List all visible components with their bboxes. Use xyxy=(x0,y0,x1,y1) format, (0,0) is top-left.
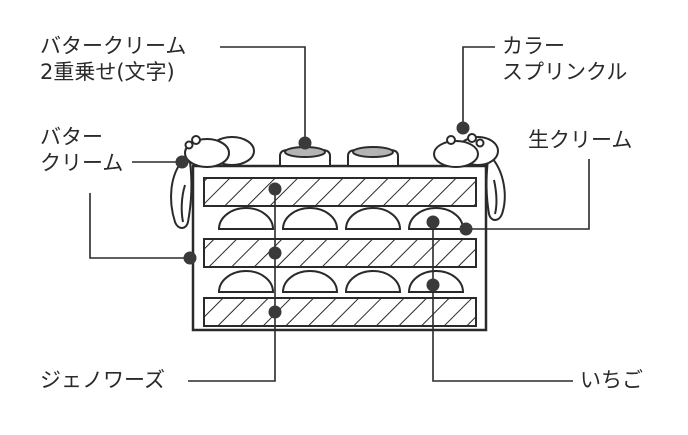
label-fresh-cream: 生クリーム xyxy=(528,127,632,153)
label-line: スプリンクル xyxy=(502,60,628,84)
leader-color-sprinkles xyxy=(462,46,495,128)
dot-color-sprinkles xyxy=(456,121,470,135)
label-line: カラー xyxy=(502,34,565,58)
dot-strawberry-lower xyxy=(426,278,440,292)
dot-strawberry-upper xyxy=(426,215,440,229)
butter-cream-left xyxy=(170,158,193,229)
leader-strawberry xyxy=(432,222,573,382)
genoise-layer-top xyxy=(203,177,477,207)
strawberry-row-upper xyxy=(217,207,465,230)
sprinkle-bead xyxy=(191,135,201,145)
label-strawberry: いちご xyxy=(580,367,643,393)
strawberry-slice xyxy=(217,207,275,230)
leader-butter-cream-side xyxy=(89,193,190,259)
dot-genoise-bottom xyxy=(268,305,282,319)
genoise-layer-middle xyxy=(203,238,477,268)
label-butter-cream: バター クリーム xyxy=(40,124,123,176)
sprinkle-bead xyxy=(467,133,477,143)
strawberry-row-lower xyxy=(217,270,465,293)
dot-genoise-top xyxy=(268,182,282,196)
cream-blob-right-front xyxy=(433,140,479,168)
sprinkle-bead xyxy=(184,140,194,150)
genoise-layers xyxy=(203,177,477,327)
dot-butter-cream-side xyxy=(183,251,197,265)
leader-fresh-cream xyxy=(466,159,590,230)
strawberry-slice xyxy=(344,270,402,293)
butter-cream-right xyxy=(485,156,506,221)
label-genoise: ジェノワーズ xyxy=(40,367,165,393)
strawberry-slice xyxy=(281,207,339,230)
dot-butter-cream xyxy=(175,155,189,169)
strawberry-slice xyxy=(344,207,402,230)
label-line: いちご xyxy=(580,368,643,392)
strawberry-slice xyxy=(217,270,275,293)
strawberry-slice xyxy=(281,270,339,293)
cream-blob-left-front xyxy=(184,138,230,168)
top-decoration xyxy=(184,133,499,168)
sprinkle-bead xyxy=(446,135,456,145)
label-line: クリーム xyxy=(40,151,124,175)
plaque-right-top xyxy=(352,146,394,158)
dot-butter-cream-double xyxy=(298,136,312,150)
leader-butter-cream-double xyxy=(220,46,306,143)
label-line: バタークリーム xyxy=(40,34,187,58)
dot-genoise-middle xyxy=(268,246,282,260)
dot-fresh-cream xyxy=(459,222,473,236)
label-line: 2重乗せ(文字) xyxy=(40,60,175,84)
label-line: バター xyxy=(40,125,103,149)
label-line: 生クリーム xyxy=(528,128,633,152)
genoise-layer-bottom xyxy=(203,297,477,327)
label-butter-cream-double: バタークリーム 2重乗せ(文字) xyxy=(40,33,186,85)
label-line: ジェノワーズ xyxy=(40,368,165,392)
leader-dots xyxy=(175,121,473,319)
label-color-sprinkles: カラー スプリンクル xyxy=(502,33,627,85)
sprinkle-bead xyxy=(475,138,485,148)
